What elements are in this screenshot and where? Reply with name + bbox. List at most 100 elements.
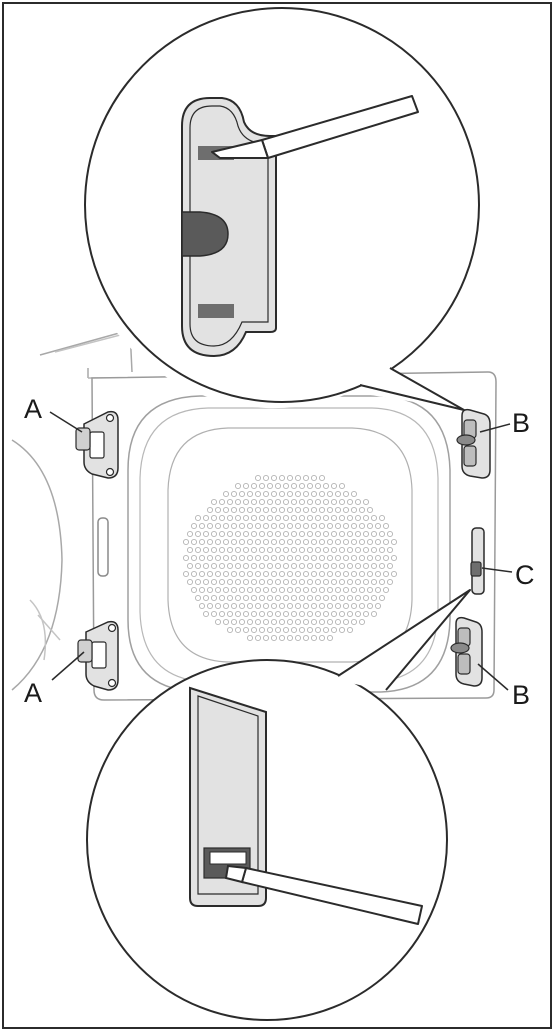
perforation-dot xyxy=(246,586,254,594)
perforation-dot xyxy=(378,594,386,602)
perforation-dot xyxy=(202,578,210,586)
perforation-dot xyxy=(286,554,294,562)
perforation-dot xyxy=(210,610,218,618)
perforation-dot xyxy=(286,506,294,514)
latch-c xyxy=(470,527,485,595)
perforation-dot xyxy=(346,594,354,602)
perforation-dot xyxy=(302,490,310,498)
perforation-dot xyxy=(378,530,386,538)
perforation-dot xyxy=(218,546,226,554)
perforation-dot xyxy=(198,522,206,530)
perforation-dot xyxy=(250,578,258,586)
perforation-dot xyxy=(226,610,234,618)
perforation-dot xyxy=(242,562,250,570)
perforation-dot xyxy=(322,594,330,602)
perforation-dot xyxy=(206,506,214,514)
perforation-dot xyxy=(338,562,346,570)
perforation-dot xyxy=(350,538,358,546)
perforation-dot xyxy=(298,482,306,490)
perforation-dot xyxy=(342,602,350,610)
perforation-dot xyxy=(362,514,370,522)
perforation-dot xyxy=(286,602,294,610)
perforation-dot xyxy=(278,634,286,642)
perforation-dot xyxy=(286,522,294,530)
perforation-dot xyxy=(254,570,262,578)
perforation-dot xyxy=(282,594,290,602)
label-hinge-b-top: B xyxy=(512,408,530,438)
perforation-dot xyxy=(354,498,362,506)
perforation-dot xyxy=(258,482,266,490)
perforation-dot xyxy=(362,594,370,602)
perforation-dot xyxy=(262,634,270,642)
perforation-dot xyxy=(346,578,354,586)
perforation-dot xyxy=(242,546,250,554)
perforation-dot xyxy=(230,522,238,530)
perforation-dot xyxy=(370,578,378,586)
label-hinge-b-bottom: B xyxy=(512,680,530,710)
perforation-dot xyxy=(262,506,270,514)
perforation-dot xyxy=(234,546,242,554)
perforation-dot xyxy=(338,514,346,522)
perforation-dot xyxy=(374,554,382,562)
perforation-dot xyxy=(226,514,234,522)
perforation-dot xyxy=(194,594,202,602)
perforation-dot xyxy=(382,554,390,562)
perforation-dot xyxy=(338,530,346,538)
perforation-dot xyxy=(346,546,354,554)
perforation-dot xyxy=(230,506,238,514)
perforation-dot xyxy=(378,562,386,570)
perforation-dot xyxy=(338,482,346,490)
perforation-dot xyxy=(222,618,230,626)
perforation-dot xyxy=(214,570,222,578)
perforation-dot xyxy=(262,522,270,530)
perforation-dot xyxy=(318,490,326,498)
perforation-dot xyxy=(262,538,270,546)
perforation-dot xyxy=(254,618,262,626)
perforation-dot xyxy=(210,594,218,602)
perforation-dot xyxy=(306,482,314,490)
perforation-dot xyxy=(286,586,294,594)
perforation-dot xyxy=(290,626,298,634)
perforation-dot xyxy=(326,618,334,626)
perforation-dot xyxy=(202,546,210,554)
perforation-dot xyxy=(258,594,266,602)
perforation-dot xyxy=(294,602,302,610)
perforation-dot xyxy=(262,490,270,498)
perforation-dot xyxy=(294,538,302,546)
perforation-dot xyxy=(354,514,362,522)
perforation-dot xyxy=(222,554,230,562)
perforation-dot xyxy=(354,578,362,586)
perforation-dot xyxy=(206,570,214,578)
perforation-dot xyxy=(382,538,390,546)
perforation-dot xyxy=(350,570,358,578)
perforation-dot xyxy=(238,618,246,626)
perforation-dot xyxy=(370,562,378,570)
perforation-dot xyxy=(266,594,274,602)
perforation-dot xyxy=(278,570,286,578)
perforation-dot xyxy=(366,506,374,514)
perforation-dot xyxy=(302,474,310,482)
perforation-dot xyxy=(302,618,310,626)
perforation-dot xyxy=(262,602,270,610)
perforation-dot xyxy=(286,474,294,482)
center-notch xyxy=(181,211,229,257)
perforation-dot xyxy=(262,618,270,626)
perforation-dot xyxy=(322,562,330,570)
perforation-dot xyxy=(366,538,374,546)
perforation-dot xyxy=(366,570,374,578)
perforation-dot xyxy=(246,506,254,514)
perforation-dot xyxy=(310,554,318,562)
perforation-dot xyxy=(358,554,366,562)
perforation-dot xyxy=(222,602,230,610)
perforation-dot xyxy=(386,578,394,586)
perforation-dot xyxy=(246,522,254,530)
perforation-dot xyxy=(266,626,274,634)
perforation-dot xyxy=(290,498,298,506)
perforation-dot xyxy=(278,538,286,546)
perforation-dot xyxy=(254,586,262,594)
perforation-dot xyxy=(310,474,318,482)
perforation-dot xyxy=(246,602,254,610)
perforation-dot xyxy=(246,634,254,642)
perforation-dot xyxy=(230,490,238,498)
perforation-dot xyxy=(194,578,202,586)
